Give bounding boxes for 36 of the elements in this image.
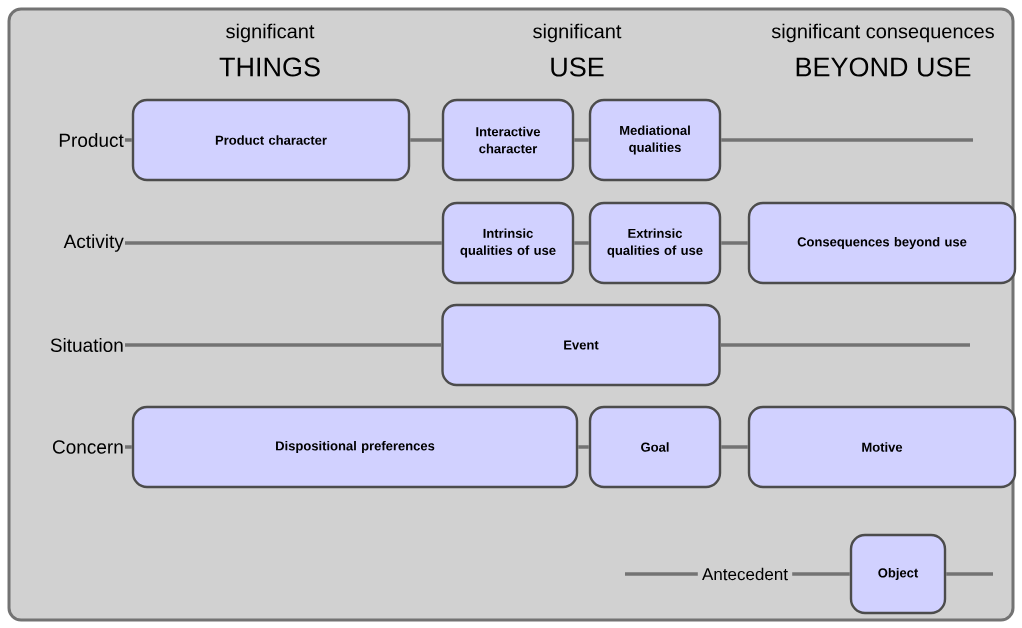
quality-box: Extrinsic qualities of use [588, 201, 722, 285]
connector-line [125, 241, 442, 245]
row-label: Situation [50, 338, 123, 352]
connector-line [125, 445, 132, 449]
connector-line [574, 138, 589, 142]
connector-line [792, 572, 850, 576]
row-label: Product [59, 133, 124, 147]
quality-box: Intrinsic qualities of use [441, 201, 575, 285]
connector-line [125, 343, 442, 347]
connector-line [946, 572, 993, 576]
row-label: Concern [52, 440, 123, 454]
row-label: Activity [63, 234, 124, 252]
column-heading: USE [551, 57, 604, 77]
connector-line [721, 138, 973, 142]
connector-line [410, 138, 442, 142]
column-heading: BEYOND USE [796, 57, 971, 77]
connector-line [720, 343, 970, 347]
quality-box: Object [849, 533, 947, 615]
connector-line [625, 572, 698, 576]
connector-line [721, 241, 748, 245]
quality-box: Event [441, 303, 721, 387]
quality-box: Mediational qualities [588, 98, 722, 182]
quality-box: Goal [588, 405, 722, 489]
quality-box: Consequences beyond use [747, 201, 1017, 285]
quality-box: Product character [131, 98, 411, 182]
legend-label: Antecedent [702, 567, 788, 581]
column-subheading: significant [226, 23, 315, 43]
connector-line [125, 138, 132, 142]
connector-line [574, 241, 589, 245]
column-subheading: significant consequences [771, 23, 994, 43]
quality-box: Interactive character [441, 98, 575, 182]
quality-box: Motive [747, 405, 1017, 489]
connector-line [721, 445, 748, 449]
connector-line [578, 445, 589, 449]
column-subheading: significant [533, 23, 622, 43]
quality-box: Dispositional preferences [131, 405, 579, 489]
